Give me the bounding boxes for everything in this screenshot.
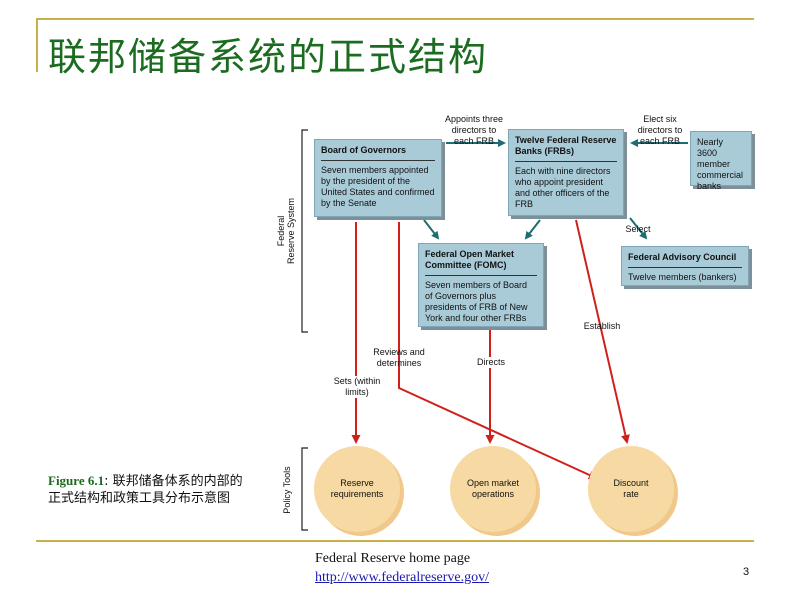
select-label: Select (625, 224, 651, 234)
frbs-body: Each with nine directors who appoint pre… (515, 166, 611, 209)
member-banks-body: Nearly 3600 member commercial banks (697, 137, 744, 191)
system-label: Federal Reserve System (276, 186, 298, 276)
reviews-label: Reviews and determines (373, 347, 425, 368)
reserve-requirements-circle: Reserve requirements (314, 446, 400, 532)
board-of-governors-box: Board of Governors Seven members appoint… (314, 139, 442, 217)
appoints-label: Appoints three directors to each FRB (444, 114, 504, 146)
advisory-heading: Federal Advisory Council (628, 252, 742, 268)
open-market-operations-circle: Open market operations (450, 446, 536, 532)
slide-title: 联邦储备系统的正式结构 (48, 35, 489, 79)
federal-reserve-link[interactable]: http://www.federalreserve.gov/ (315, 570, 490, 585)
frbs-box: Twelve Federal Reserve Banks (FRBs) Each… (508, 129, 624, 216)
discount-rate-circle: Discount rate (588, 446, 674, 532)
directs-label: Directs (470, 357, 512, 368)
open-market-label: Open market operations (466, 478, 520, 499)
footer-text: Federal Reserve home page (315, 551, 471, 566)
figure-caption: Figure 6.1: 联邦储备体系的内部的正式结构和政策工具分布示意图 (48, 472, 248, 507)
elect-label: Elect six directors to each FRB (637, 114, 683, 146)
fomc-heading: Federal Open Market Committee (FOMC) (425, 249, 537, 276)
board-to-fomc-arrow (423, 219, 440, 240)
select-arrow (629, 217, 648, 240)
advisory-body: Twelve members (bankers) (628, 272, 737, 282)
page-number: 3 (743, 566, 750, 578)
system-label-line2: Reserve System (286, 197, 296, 265)
system-bracket (301, 129, 308, 333)
reviews-arrow (398, 222, 598, 480)
member-banks-box: Nearly 3600 member commercial banks (690, 131, 752, 191)
tools-label: Policy Tools (282, 466, 292, 514)
figure-caption-text: : 联邦储备体系的内部的正式结构和政策工具分布示意图 (48, 474, 243, 506)
frbs-to-fomc-arrow (524, 219, 541, 240)
board-heading: Board of Governors (321, 145, 435, 161)
advisory-council-box: Federal Advisory Council Twelve members … (621, 246, 749, 286)
frbs-heading: Twelve Federal Reserve Banks (FRBs) (515, 135, 617, 162)
figure-number: Figure 6.1 (48, 473, 105, 488)
discount-rate-label: Discount rate (613, 478, 649, 499)
establish-arrow (575, 219, 630, 444)
tools-bracket (301, 447, 308, 531)
sets-label: Sets (within limits) (330, 376, 384, 398)
bottom-rule (36, 540, 754, 542)
left-accent-rule (36, 18, 38, 72)
fomc-body: Seven members of Board of Governors plus… (425, 280, 528, 323)
reserve-requirements-label: Reserve requirements (330, 478, 384, 499)
system-label-line1: Federal (276, 215, 286, 247)
establish-label: Establish (583, 321, 621, 331)
top-rule (36, 18, 754, 20)
board-body: Seven members appointed by the president… (321, 165, 435, 208)
fomc-box: Federal Open Market Committee (FOMC) Sev… (418, 243, 544, 327)
